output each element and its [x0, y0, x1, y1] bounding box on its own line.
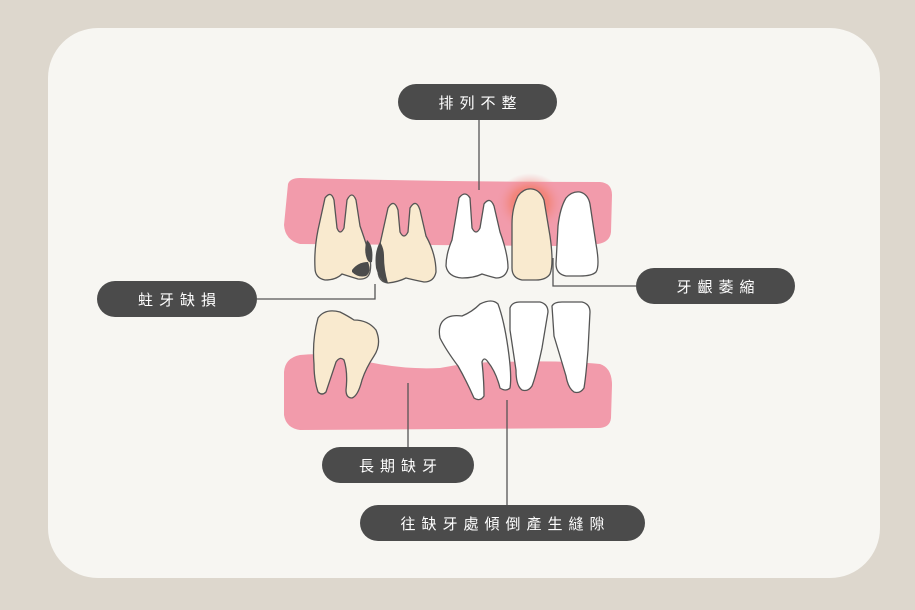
lower-molar-tilted-cream — [312, 310, 380, 399]
label-gum-recession: 牙齦萎縮 — [636, 268, 795, 304]
upper-molar-decayed-2 — [375, 202, 437, 284]
connector-lines — [257, 120, 636, 505]
lower-molar-tilted-white — [438, 300, 512, 401]
upper-molar-decayed-1 — [314, 193, 373, 281]
label-long-term-missing: 長期缺牙 — [322, 447, 474, 483]
upper-incisor-receded — [511, 188, 553, 281]
upper-molar-white — [445, 193, 509, 279]
label-tilt-gap: 往缺牙處傾倒產生縫隙 — [360, 505, 645, 541]
label-tooth-decay: 蛀牙缺損 — [97, 281, 257, 317]
label-misaligned-teeth: 排列不整 — [398, 84, 557, 120]
connector-decay — [257, 284, 376, 300]
lower-incisor-2 — [551, 301, 591, 394]
lower-incisor-1 — [509, 301, 549, 392]
upper-incisor-white — [555, 191, 599, 277]
connector-recession — [552, 258, 636, 287]
